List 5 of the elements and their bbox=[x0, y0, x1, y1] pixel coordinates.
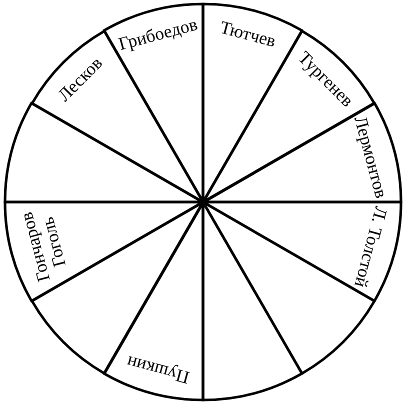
sector-label: Лермонтов bbox=[350, 114, 391, 200]
sector-label: Тютчев bbox=[218, 18, 278, 51]
sector-label: Грибоедов bbox=[116, 14, 200, 54]
sector-label: Пушкин bbox=[124, 352, 192, 388]
sector-label: Л. Толстой bbox=[350, 204, 390, 290]
